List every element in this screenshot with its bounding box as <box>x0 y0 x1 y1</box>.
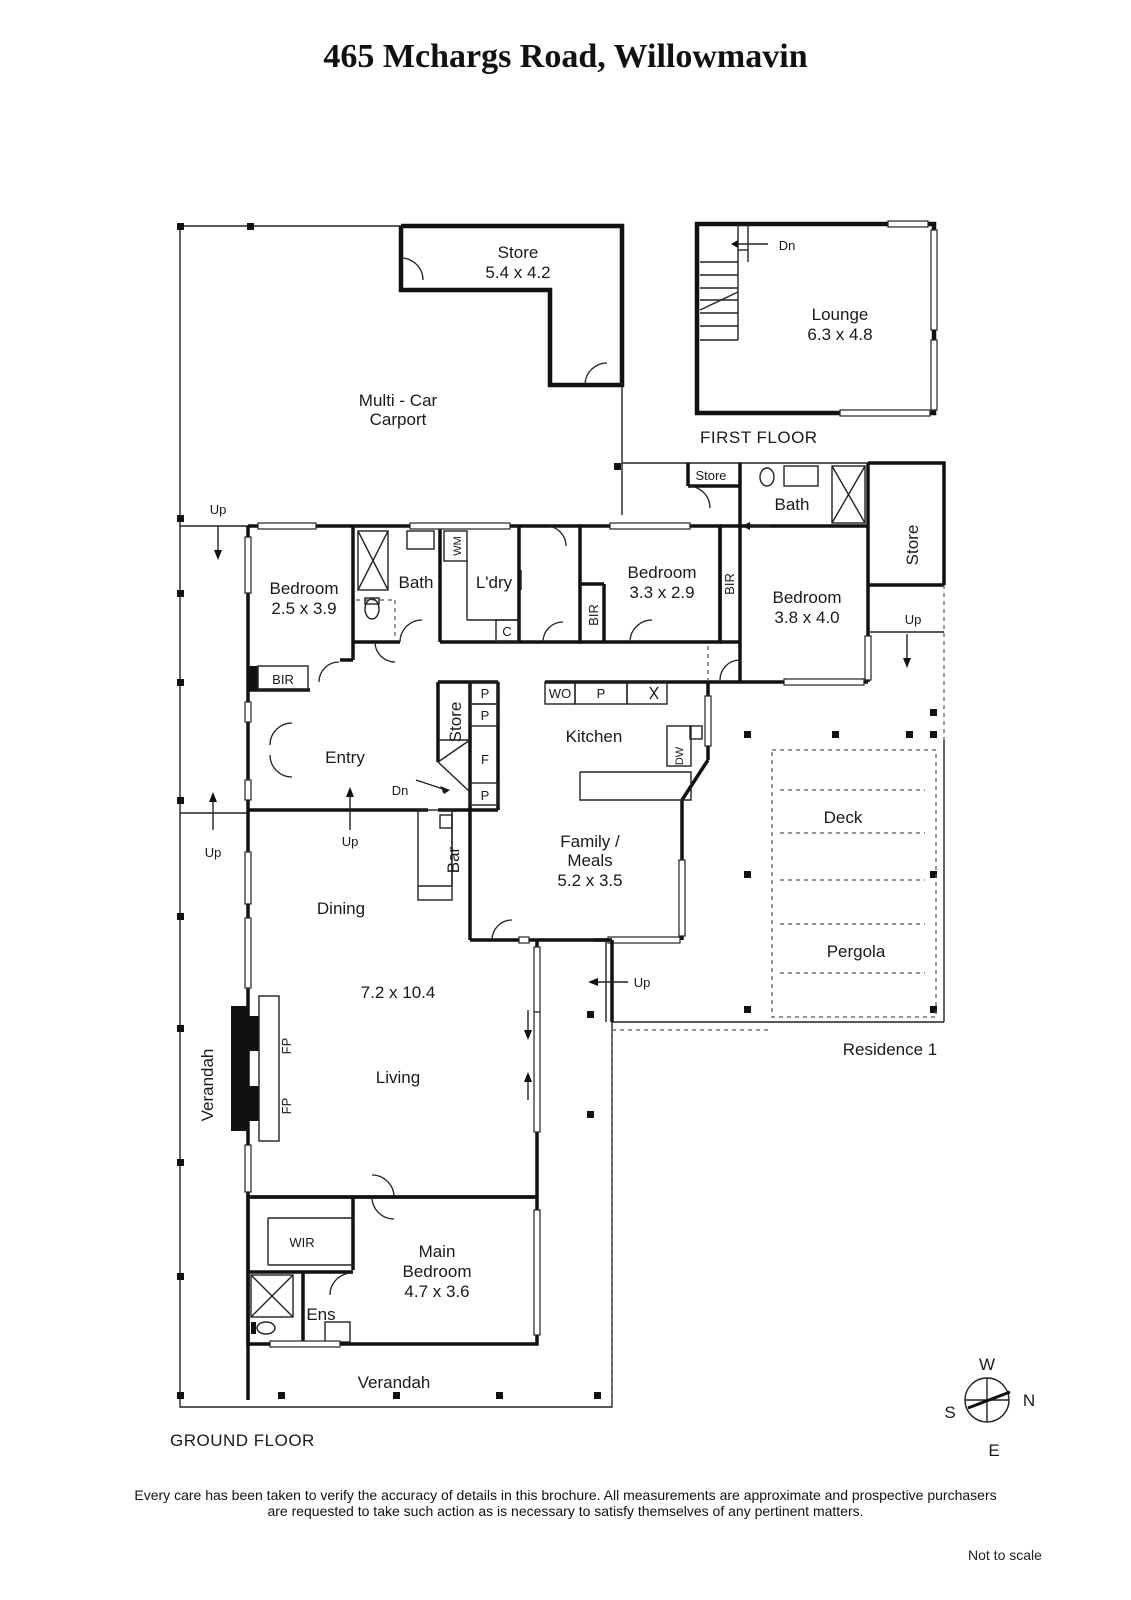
verandah-posts <box>177 223 937 1399</box>
store-mid-label: Store <box>446 702 465 743</box>
bir-c-label: BIR <box>722 573 737 595</box>
bedroom-c-label: Bedroom <box>773 588 842 607</box>
verandah-label-bottom: Verandah <box>358 1373 431 1392</box>
central-block <box>244 680 712 1400</box>
living-dims: 7.2 x 10.4 <box>361 983 436 1002</box>
first-floor-label: FIRST FLOOR <box>700 428 818 447</box>
disclaimer-line-1: Every care has been taken to verify the … <box>134 1487 997 1503</box>
residence-label: Residence 1 <box>843 1040 938 1059</box>
lounge-label: Lounge <box>812 305 869 324</box>
bath-a-label: Bath <box>399 573 434 592</box>
compass-south: S <box>944 1403 955 1422</box>
lounge-dims: 6.3 x 4.8 <box>807 325 872 344</box>
living-label: Living <box>376 1068 420 1087</box>
dining-living <box>231 851 614 1199</box>
main-bedroom-label-1: Main <box>419 1242 456 1261</box>
pantry-label-1: P <box>481 686 490 701</box>
not-to-scale-note: Not to scale <box>968 1547 1042 1563</box>
disclaimer: Every care has been taken to verify the … <box>0 1487 1131 1519</box>
ensuite-label: Ens <box>306 1305 335 1324</box>
bedroom-b-dims: 3.3 x 2.9 <box>629 583 694 602</box>
wir-label: WIR <box>289 1235 314 1250</box>
compass-east: E <box>988 1441 999 1460</box>
page-title: 465 Mchargs Road, Willowmavin <box>323 38 808 75</box>
bir-b-label: BIR <box>586 604 601 626</box>
rear-extension <box>622 461 946 740</box>
store-side-label: Store <box>903 525 922 566</box>
family-label-1: Family / <box>560 832 620 851</box>
compass-north: N <box>1023 1391 1035 1410</box>
room-labels: Store 5.4 x 4.2 Multi - Car Carport Loun… <box>170 238 1035 1460</box>
family-label-2: Meals <box>567 851 612 870</box>
lounge-first-floor <box>694 220 938 417</box>
compass <box>964 1377 1011 1423</box>
disclaimer-line-2: are requested to take such action as is … <box>267 1503 864 1519</box>
fireplace-label-1: FP <box>279 1038 294 1055</box>
main-bedroom-suite <box>246 1195 541 1348</box>
carport-label-2: Carport <box>370 410 427 429</box>
bedroom-bath-laundry-block <box>244 522 580 692</box>
pergola-label: Pergola <box>827 942 886 961</box>
up-label-entry-left: Up <box>205 845 222 860</box>
up-label-side: Up <box>905 612 922 627</box>
entry-label: Entry <box>325 748 365 767</box>
pantry-label-3: P <box>481 788 490 803</box>
carport-label-1: Multi - Car <box>359 391 438 410</box>
bath-b-label: Bath <box>775 495 810 514</box>
bedroom-a-label: Bedroom <box>270 579 339 598</box>
up-label-carport: Up <box>210 502 227 517</box>
dining-label: Dining <box>317 899 365 918</box>
laundry-label: L'dry <box>476 573 513 592</box>
pantry-label-2: P <box>481 708 490 723</box>
bar-label: Bar <box>444 846 463 873</box>
bedroom-c-dims: 3.8 x 4.0 <box>774 608 839 627</box>
store-top-label: Store <box>498 243 539 262</box>
up-label-entry: Up <box>342 834 359 849</box>
fireplace-label-2: FP <box>279 1098 294 1115</box>
dishwasher-label: DW <box>674 746 686 765</box>
deck-label: Deck <box>824 808 863 827</box>
kitchen-label: Kitchen <box>566 727 623 746</box>
compass-west: W <box>979 1355 995 1374</box>
bedroom-a-dims: 2.5 x 3.9 <box>271 599 336 618</box>
dn-label-stairs: Dn <box>392 783 409 798</box>
family-dims: 5.2 x 3.5 <box>557 871 622 890</box>
pantry-label-4: P <box>597 686 606 701</box>
stair-arrows <box>209 526 911 986</box>
main-bedroom-label-2: Bedroom <box>403 1262 472 1281</box>
deck-pergola <box>611 740 945 1400</box>
store-small-label: Store <box>695 468 726 483</box>
bir-a-label: BIR <box>272 672 294 687</box>
cupboard-label: C <box>502 624 511 639</box>
verandah-label-side: Verandah <box>198 1049 217 1122</box>
ground-floor-label: GROUND FLOOR <box>170 1431 315 1450</box>
wm-label: WM <box>452 536 464 556</box>
lounge-dn-label: Dn <box>779 238 796 253</box>
up-label-pergola: Up <box>634 975 651 990</box>
store-top-dims: 5.4 x 4.2 <box>485 263 550 282</box>
fridge-label: F <box>481 752 489 767</box>
wall-oven-label: WO <box>549 686 571 701</box>
main-bedroom-dims: 4.7 x 3.6 <box>404 1282 469 1301</box>
bedroom-b-label: Bedroom <box>628 563 697 582</box>
store-top <box>398 223 625 388</box>
